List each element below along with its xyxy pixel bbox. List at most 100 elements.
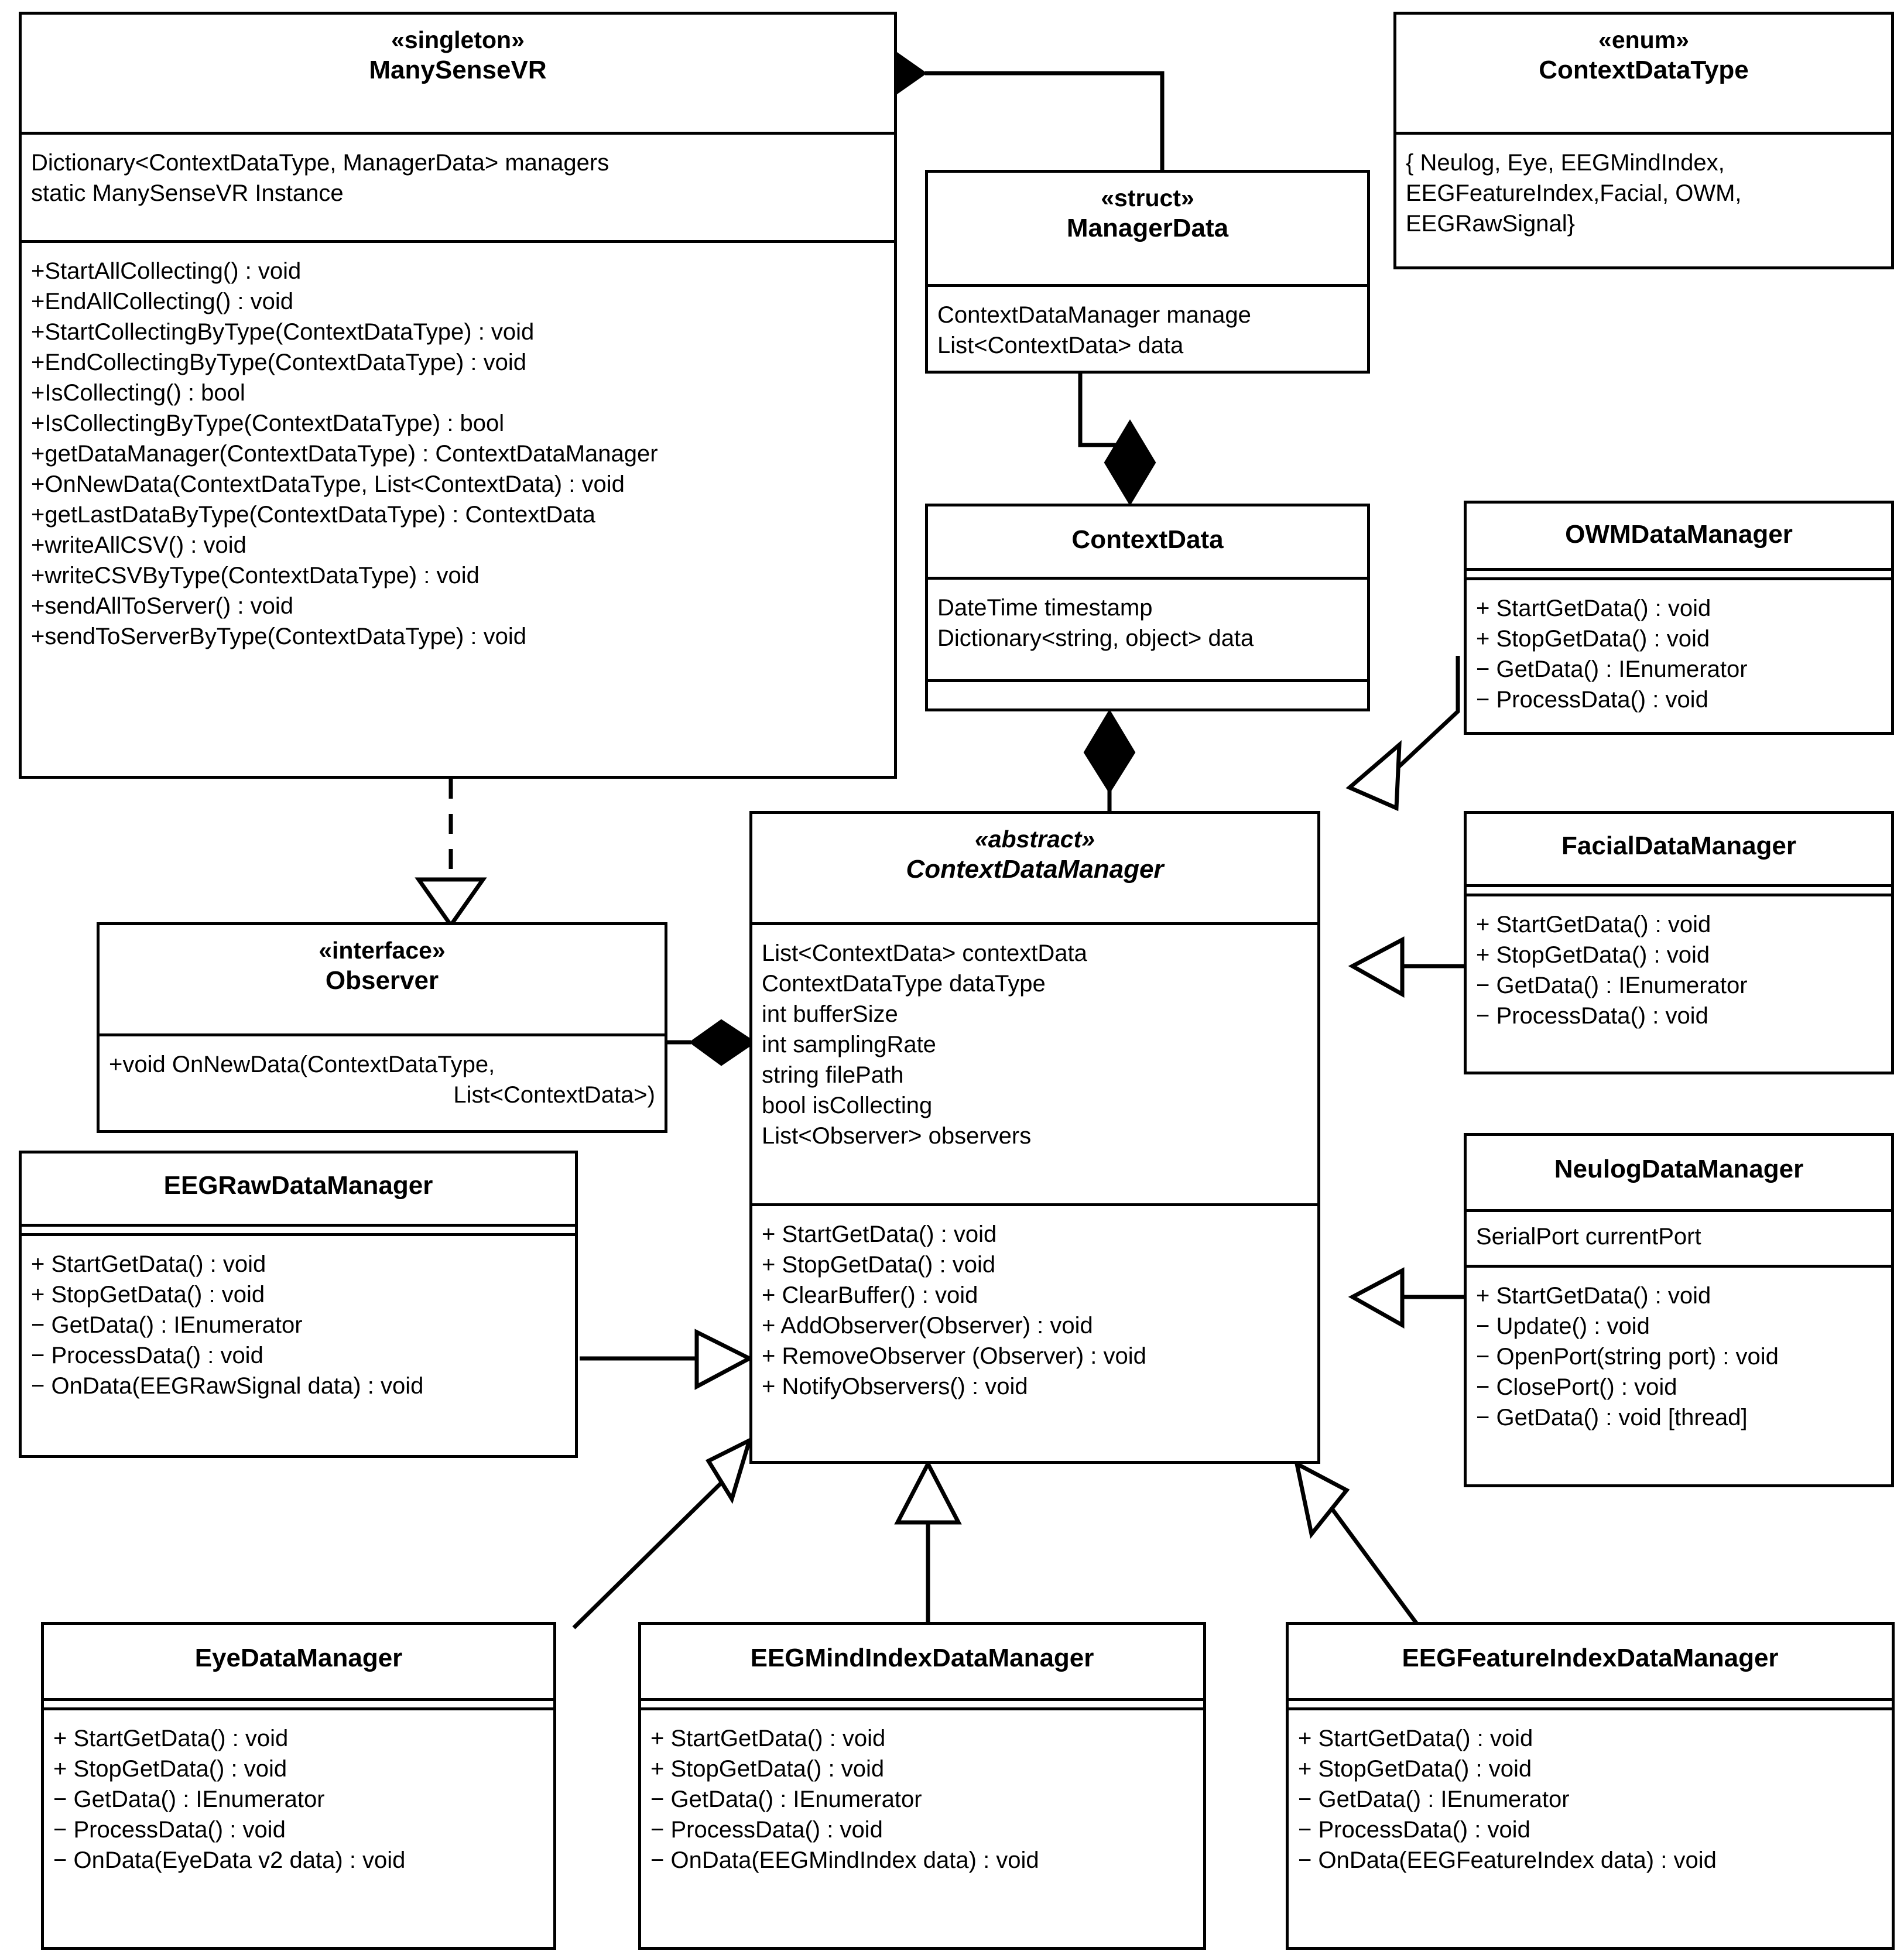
attribute-row: ContextDataType dataType [762, 971, 1046, 997]
operation-row: + ClearBuffer() : void [762, 1282, 978, 1308]
operation-row: + StartGetData() : void [53, 1726, 289, 1751]
operation-row: − ProcessData() : void [1476, 1003, 1708, 1029]
operation-row: +sendToServerByType(ContextDataType) : v… [31, 624, 526, 649]
class-manager-data[interactable]: «struct» ManagerData ContextDataManager … [925, 170, 1370, 374]
edge-eegrawdatamanager-contextdatamanager [580, 1329, 754, 1390]
class-name-eeg-feature-index-data-manager: EEGFeatureIndexDataManager [1402, 1644, 1779, 1672]
operation-row: − ProcessData() : void [53, 1817, 286, 1843]
operations-eye-data-manager: + StartGetData() : void + StopGetData() … [44, 1707, 553, 1888]
edge-manysensevr-managerdata [864, 51, 1165, 170]
operation-row: + StopGetData() : void [31, 1282, 265, 1307]
stereotype-enum: «enum» [1598, 26, 1689, 53]
stereotype-struct: «struct» [1101, 184, 1194, 211]
class-observer[interactable]: «interface» Observer +void OnNewData(Con… [97, 922, 667, 1133]
operation-row: − OnData(EEGFeatureIndex data) : void [1298, 1847, 1717, 1873]
class-many-sense-vr[interactable]: «singleton» ManySenseVR Dictionary<Conte… [19, 12, 897, 779]
attribute-row: bool isCollecting [762, 1093, 933, 1118]
operation-row: − OnData(EEGRawSignal data) : void [31, 1373, 424, 1399]
operation-row: + StartGetData() : void [762, 1221, 997, 1247]
operations-neulog-data-manager: + StartGetData() : void − Update() : voi… [1467, 1265, 1891, 1446]
class-header-facial-data-manager: FacialDataManager [1467, 814, 1891, 884]
attributes-context-data: DateTime timestamp Dictionary<string, ob… [928, 577, 1367, 679]
operation-row: − GetData() : IEnumerator [31, 1312, 303, 1338]
attribute-row: static ManySenseVR Instance [31, 180, 344, 206]
class-name-manager-data: ManagerData [1066, 214, 1229, 243]
operation-row: +getLastDataByType(ContextDataType) : Co… [31, 502, 595, 528]
operation-row: +sendAllToServer() : void [31, 593, 293, 619]
operation-row: − OpenPort(string port) : void [1476, 1344, 1779, 1370]
attributes-eeg-mind-index-data-manager [641, 1698, 1203, 1707]
class-neulog-data-manager[interactable]: NeulogDataManager SerialPort currentPort… [1464, 1133, 1894, 1487]
edge-observer-contextdatamanager [667, 1019, 756, 1066]
operation-row: + RemoveObserver (Observer) : void [762, 1343, 1146, 1369]
operation-row: − ClosePort() : void [1476, 1374, 1677, 1400]
attributes-eeg-feature-index-data-manager [1289, 1698, 1892, 1707]
class-owm-data-manager[interactable]: OWMDataManager + StartGetData() : void +… [1464, 501, 1894, 735]
operation-row: + StartGetData() : void [1298, 1726, 1533, 1751]
class-name-context-data: ContextData [1071, 525, 1224, 554]
operation-row: +EndCollectingByType(ContextDataType) : … [31, 350, 526, 375]
attribute-row: List<ContextData> data [937, 333, 1184, 358]
stereotype-abstract: «abstract» [974, 826, 1095, 853]
class-name-context-data-type: ContextDataType [1539, 56, 1749, 85]
attributes-facial-data-manager [1467, 884, 1891, 894]
operation-row: − GetData() : void [thread] [1476, 1405, 1748, 1430]
edge-manysensevr-observer [415, 779, 487, 929]
stereotype-singleton: «singleton» [391, 26, 525, 53]
edge-facialdatamanager-contextdatamanager [1348, 936, 1464, 998]
operation-row: − GetData() : IEnumerator [650, 1786, 922, 1812]
class-context-data-type[interactable]: «enum» ContextDataType { Neulog, Eye, EE… [1393, 12, 1894, 269]
class-name-many-sense-vr: ManySenseVR [369, 56, 547, 85]
stereotype-interface: «interface» [319, 937, 446, 964]
operation-row: + StopGetData() : void [762, 1252, 996, 1278]
attribute-row: string filePath [762, 1062, 904, 1088]
class-name-neulog-data-manager: NeulogDataManager [1554, 1155, 1804, 1183]
attribute-row: List<Observer> observers [762, 1123, 1032, 1149]
attribute-row: ContextDataManager manage [937, 302, 1251, 328]
class-name-facial-data-manager: FacialDataManager [1561, 831, 1797, 860]
class-header-context-data: ContextData [928, 506, 1367, 577]
operations-owm-data-manager: + StartGetData() : void + StopGetData() … [1467, 577, 1891, 728]
attributes-many-sense-vr: Dictionary<ContextDataType, ManagerData>… [22, 132, 894, 240]
operation-row: +void OnNewData(ContextDataType, [109, 1052, 495, 1077]
class-eeg-raw-data-manager[interactable]: EEGRawDataManager + StartGetData() : voi… [19, 1151, 578, 1458]
class-facial-data-manager[interactable]: FacialDataManager + StartGetData() : voi… [1464, 811, 1894, 1074]
operation-row: + StopGetData() : void [650, 1756, 885, 1782]
operation-row: + AddObserver(Observer) : void [762, 1313, 1093, 1339]
enum-values-row: { Neulog, Eye, EEGMindIndex, [1406, 150, 1725, 176]
class-name-eeg-mind-index-data-manager: EEGMindIndexDataManager [750, 1644, 1094, 1672]
class-header-eye-data-manager: EyeDataManager [44, 1625, 553, 1698]
edge-eegmindindexdatamanager-contextdatamanager [894, 1459, 962, 1628]
attributes-context-data-type: { Neulog, Eye, EEGMindIndex, EEGFeatureI… [1396, 132, 1891, 252]
operation-row: − GetData() : IEnumerator [1476, 973, 1748, 998]
attributes-manager-data: ContextDataManager manage List<ContextDa… [928, 284, 1367, 371]
enum-values-row: EEGRawSignal} [1406, 211, 1576, 237]
attributes-neulog-data-manager: SerialPort currentPort [1467, 1209, 1891, 1265]
edge-contextdata-contextdatamanager [1083, 709, 1136, 820]
class-eye-data-manager[interactable]: EyeDataManager + StartGetData() : void +… [41, 1622, 556, 1950]
attribute-row: Dictionary<ContextDataType, ManagerData>… [31, 150, 609, 176]
attribute-row: int bufferSize [762, 1001, 898, 1027]
attributes-eeg-raw-data-manager [22, 1224, 575, 1233]
operations-many-sense-vr: +StartAllCollecting() : void +EndAllColl… [22, 240, 894, 665]
operation-row: + StartGetData() : void [1476, 912, 1711, 937]
class-header-neulog-data-manager: NeulogDataManager [1467, 1136, 1891, 1209]
operations-facial-data-manager: + StartGetData() : void + StopGetData() … [1467, 894, 1891, 1044]
class-context-data[interactable]: ContextData DateTime timestamp Dictionar… [925, 504, 1370, 711]
class-header-manager-data: «struct» ManagerData [928, 173, 1367, 284]
operation-row-continuation: List<ContextData>) [453, 1082, 655, 1108]
class-header-owm-data-manager: OWMDataManager [1467, 504, 1891, 568]
class-name-owm-data-manager: OWMDataManager [1565, 520, 1793, 549]
operation-row: − GetData() : IEnumerator [1476, 656, 1748, 682]
attributes-owm-data-manager [1467, 568, 1891, 577]
attributes-context-data-manager: List<ContextData> contextData ContextDat… [752, 922, 1317, 1203]
class-eeg-feature-index-data-manager[interactable]: EEGFeatureIndexDataManager + StartGetDat… [1286, 1622, 1895, 1950]
operation-row: + StopGetData() : void [1476, 626, 1710, 652]
operations-eeg-raw-data-manager: + StartGetData() : void + StopGetData() … [22, 1233, 575, 1414]
class-eeg-mind-index-data-manager[interactable]: EEGMindIndexDataManager + StartGetData()… [638, 1622, 1206, 1950]
operation-row: +getDataManager(ContextDataType) : Conte… [31, 441, 658, 467]
operation-row: + StartGetData() : void [1476, 595, 1711, 621]
class-context-data-manager[interactable]: «abstract» ContextDataManager List<Conte… [749, 811, 1320, 1464]
attribute-row: int samplingRate [762, 1032, 936, 1057]
operation-row: − GetData() : IEnumerator [1298, 1786, 1570, 1812]
